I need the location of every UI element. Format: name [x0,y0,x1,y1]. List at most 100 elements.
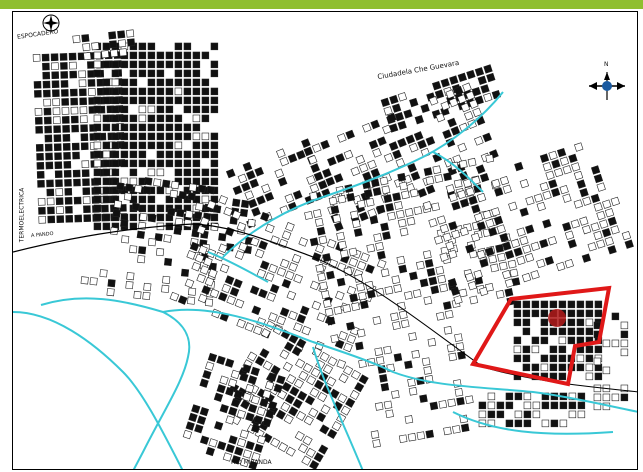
city-block [174,114,183,123]
city-block [291,346,302,357]
city-block [594,345,603,354]
city-block [286,290,297,301]
city-block [282,361,293,372]
city-block [78,70,87,79]
city-block [430,285,440,295]
city-block [548,179,558,189]
city-block [513,309,522,318]
city-block [43,107,52,116]
city-block [93,177,102,186]
city-block [127,38,136,47]
city-block [338,240,347,250]
city-block [156,69,165,78]
city-block [147,123,156,132]
city-block [196,415,207,425]
city-block [41,53,50,62]
city-block [540,363,549,372]
city-block [264,191,275,202]
city-block [497,252,506,262]
city-block [394,112,405,122]
city-block [425,184,436,195]
city-block [397,120,407,130]
city-block [293,273,303,284]
city-block [42,62,50,71]
city-block [596,239,606,249]
city-block [513,318,522,327]
city-block [178,191,187,200]
city-block [120,78,129,87]
city-block [259,397,269,408]
city-block [192,105,201,114]
city-block [236,438,247,448]
map-frame[interactable]: ESPOCADERO Ciudadela Che Guevara TERMOEL… [12,11,638,470]
city-block [251,423,261,433]
city-block [358,291,367,301]
city-block [315,243,325,254]
city-block [227,378,238,388]
city-block [488,227,498,237]
city-block [197,293,208,304]
city-block [183,150,192,159]
city-block [363,189,373,198]
city-block [139,212,148,222]
city-block [264,380,275,391]
city-block [129,213,138,222]
city-block [60,80,69,88]
city-block [375,241,384,251]
city-block [165,132,174,141]
city-block [136,230,146,239]
city-block [531,300,540,309]
city-block [611,312,620,321]
city-block [254,443,264,453]
highlighted-zone[interactable] [469,285,612,387]
city-block [309,387,320,398]
city-block [356,282,365,292]
city-block [245,440,255,451]
city-block [101,50,110,59]
city-block [244,190,255,200]
city-block [423,167,433,177]
city-block [478,410,487,419]
city-block [147,69,156,78]
city-block [71,142,80,151]
city-block [44,134,53,143]
city-block [45,152,53,161]
city-block [201,150,210,159]
city-block [111,78,120,87]
city-block [61,89,69,97]
city-block [350,166,361,177]
city-block [60,62,68,70]
city-block [210,141,219,150]
city-block [174,60,183,69]
river-lower [312,346,364,469]
city-block [443,326,453,335]
city-block [47,206,55,215]
block-cluster [304,154,521,344]
city-block [571,162,581,172]
city-block [165,60,174,69]
label-north-letter: N [604,61,609,68]
city-block [602,199,612,209]
city-block [125,281,134,290]
city-block [89,277,98,286]
city-block [233,389,244,399]
city-block [345,397,356,408]
city-block [59,53,68,61]
city-block [392,149,402,160]
city-block [473,212,484,223]
city-block [165,195,174,204]
city-block [541,419,550,428]
city-block [165,51,174,60]
city-map[interactable] [13,12,638,470]
city-block [577,410,586,419]
city-block [102,141,111,150]
city-block [288,406,299,417]
city-block [93,51,102,60]
city-block [564,230,575,240]
city-block [395,209,405,219]
city-block [476,249,486,260]
city-block [45,161,54,170]
location-marker-icon[interactable] [548,309,566,327]
city-block [462,82,472,93]
city-block [596,210,606,221]
